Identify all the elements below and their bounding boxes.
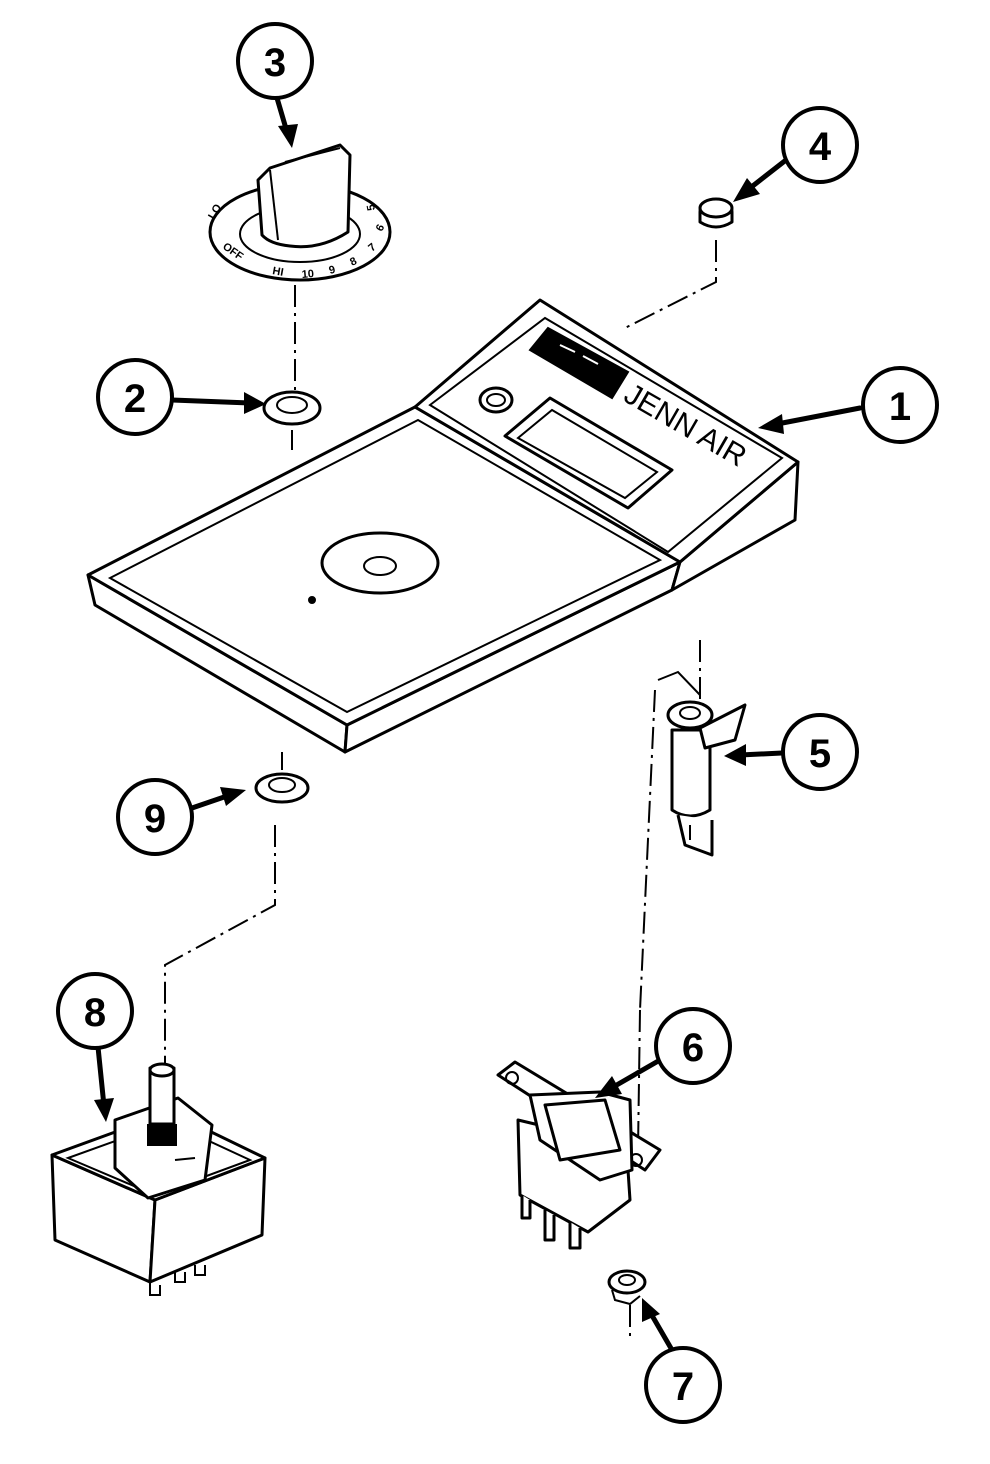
dial-mark-5: 5: [365, 203, 378, 211]
callout-7-label: 7: [672, 1365, 694, 1409]
callout-9: 9: [116, 778, 246, 856]
washer: [254, 752, 310, 804]
callout-1-label: 1: [889, 385, 911, 429]
rocker-switch: [496, 689, 662, 1250]
dial-mark-9: 9: [328, 264, 337, 277]
callout-3-label: 3: [264, 41, 286, 85]
callout-5: 5: [724, 713, 859, 791]
callout-9-label: 9: [144, 797, 166, 841]
indicator-light: [657, 640, 747, 857]
callout-2: 2: [96, 358, 266, 436]
callout-4: 4: [733, 106, 859, 202]
infinite-switch: [50, 825, 276, 1296]
callout-6-label: 6: [682, 1026, 704, 1070]
dial-mark-hi: HI: [271, 265, 284, 279]
control-knob: OFF LO HI 10 9 8 7 6 5: [206, 143, 392, 392]
callout-7: 7: [642, 1298, 722, 1424]
callout-5-label: 5: [809, 732, 831, 776]
switch-nut: [607, 1269, 647, 1340]
callout-1: 1: [758, 366, 939, 444]
dial-mark-8: 8: [348, 255, 359, 268]
indicator-lens: [624, 197, 734, 329]
callout-6: 6: [595, 1007, 732, 1098]
dial-mark-10: 10: [301, 268, 314, 281]
callout-8-label: 8: [84, 991, 106, 1035]
control-panel-housing: JENN AIR: [86, 298, 800, 754]
callout-8: 8: [56, 972, 134, 1122]
callout-4-label: 4: [809, 125, 832, 169]
dial-mark-6: 6: [374, 223, 387, 234]
callout-3: 3: [236, 22, 314, 148]
knob-bezel: [262, 390, 322, 450]
callout-2-label: 2: [124, 377, 146, 421]
